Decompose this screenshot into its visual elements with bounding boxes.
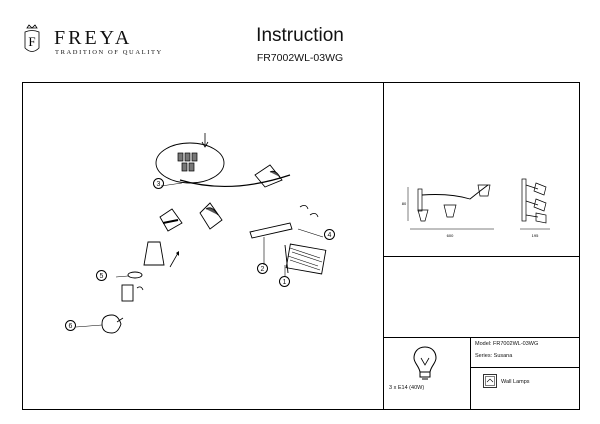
divider [383,256,580,257]
dimension-drawing: 600 80 195 [402,178,550,238]
screw-pack [287,247,323,271]
dimension-width: 600 [447,233,454,238]
page-title: Instruction [256,25,344,46]
assembly-diagram [75,133,327,334]
shade-ring [127,271,143,279]
lamp-arm [179,174,291,188]
spec-model: Model: FR7002WL-03WG [475,341,539,347]
divider [383,337,580,338]
wall-lamp-icon [483,374,497,388]
spec-series: Series: Susana [475,353,513,359]
dimension-height: 80 [402,201,407,206]
spot-heads [159,164,283,232]
callout-6: 6 [65,320,76,331]
lamp-holder [121,284,134,302]
callout-2: 2 [257,263,268,274]
bulb-spec: 3 x E14 (40W) [389,385,425,391]
callout-4: 4 [324,229,335,240]
callout-3: 3 [153,178,164,189]
callout-5: 5 [96,270,107,281]
divider [383,82,384,410]
lightbulb-icon [413,346,437,380]
brand-name: FREYA [54,27,133,49]
terminal-block [177,152,198,172]
bulb-icon [101,314,122,334]
logo-monogram: F [28,34,35,49]
model-number: FR7002WL-03WG [256,52,344,64]
mounting-bracket [249,222,293,239]
divider [470,367,580,368]
dimension-depth: 195 [532,233,539,238]
freya-logo-icon: F [24,24,40,52]
brand-tagline: TRADITION OF QUALITY [55,49,163,56]
lamp-shade [143,241,165,266]
instruction-frame [22,82,580,410]
screw-1 [284,244,289,274]
callout-1: 1 [279,276,290,287]
product-type: Wall Lamps [501,379,530,385]
divider [470,337,471,410]
